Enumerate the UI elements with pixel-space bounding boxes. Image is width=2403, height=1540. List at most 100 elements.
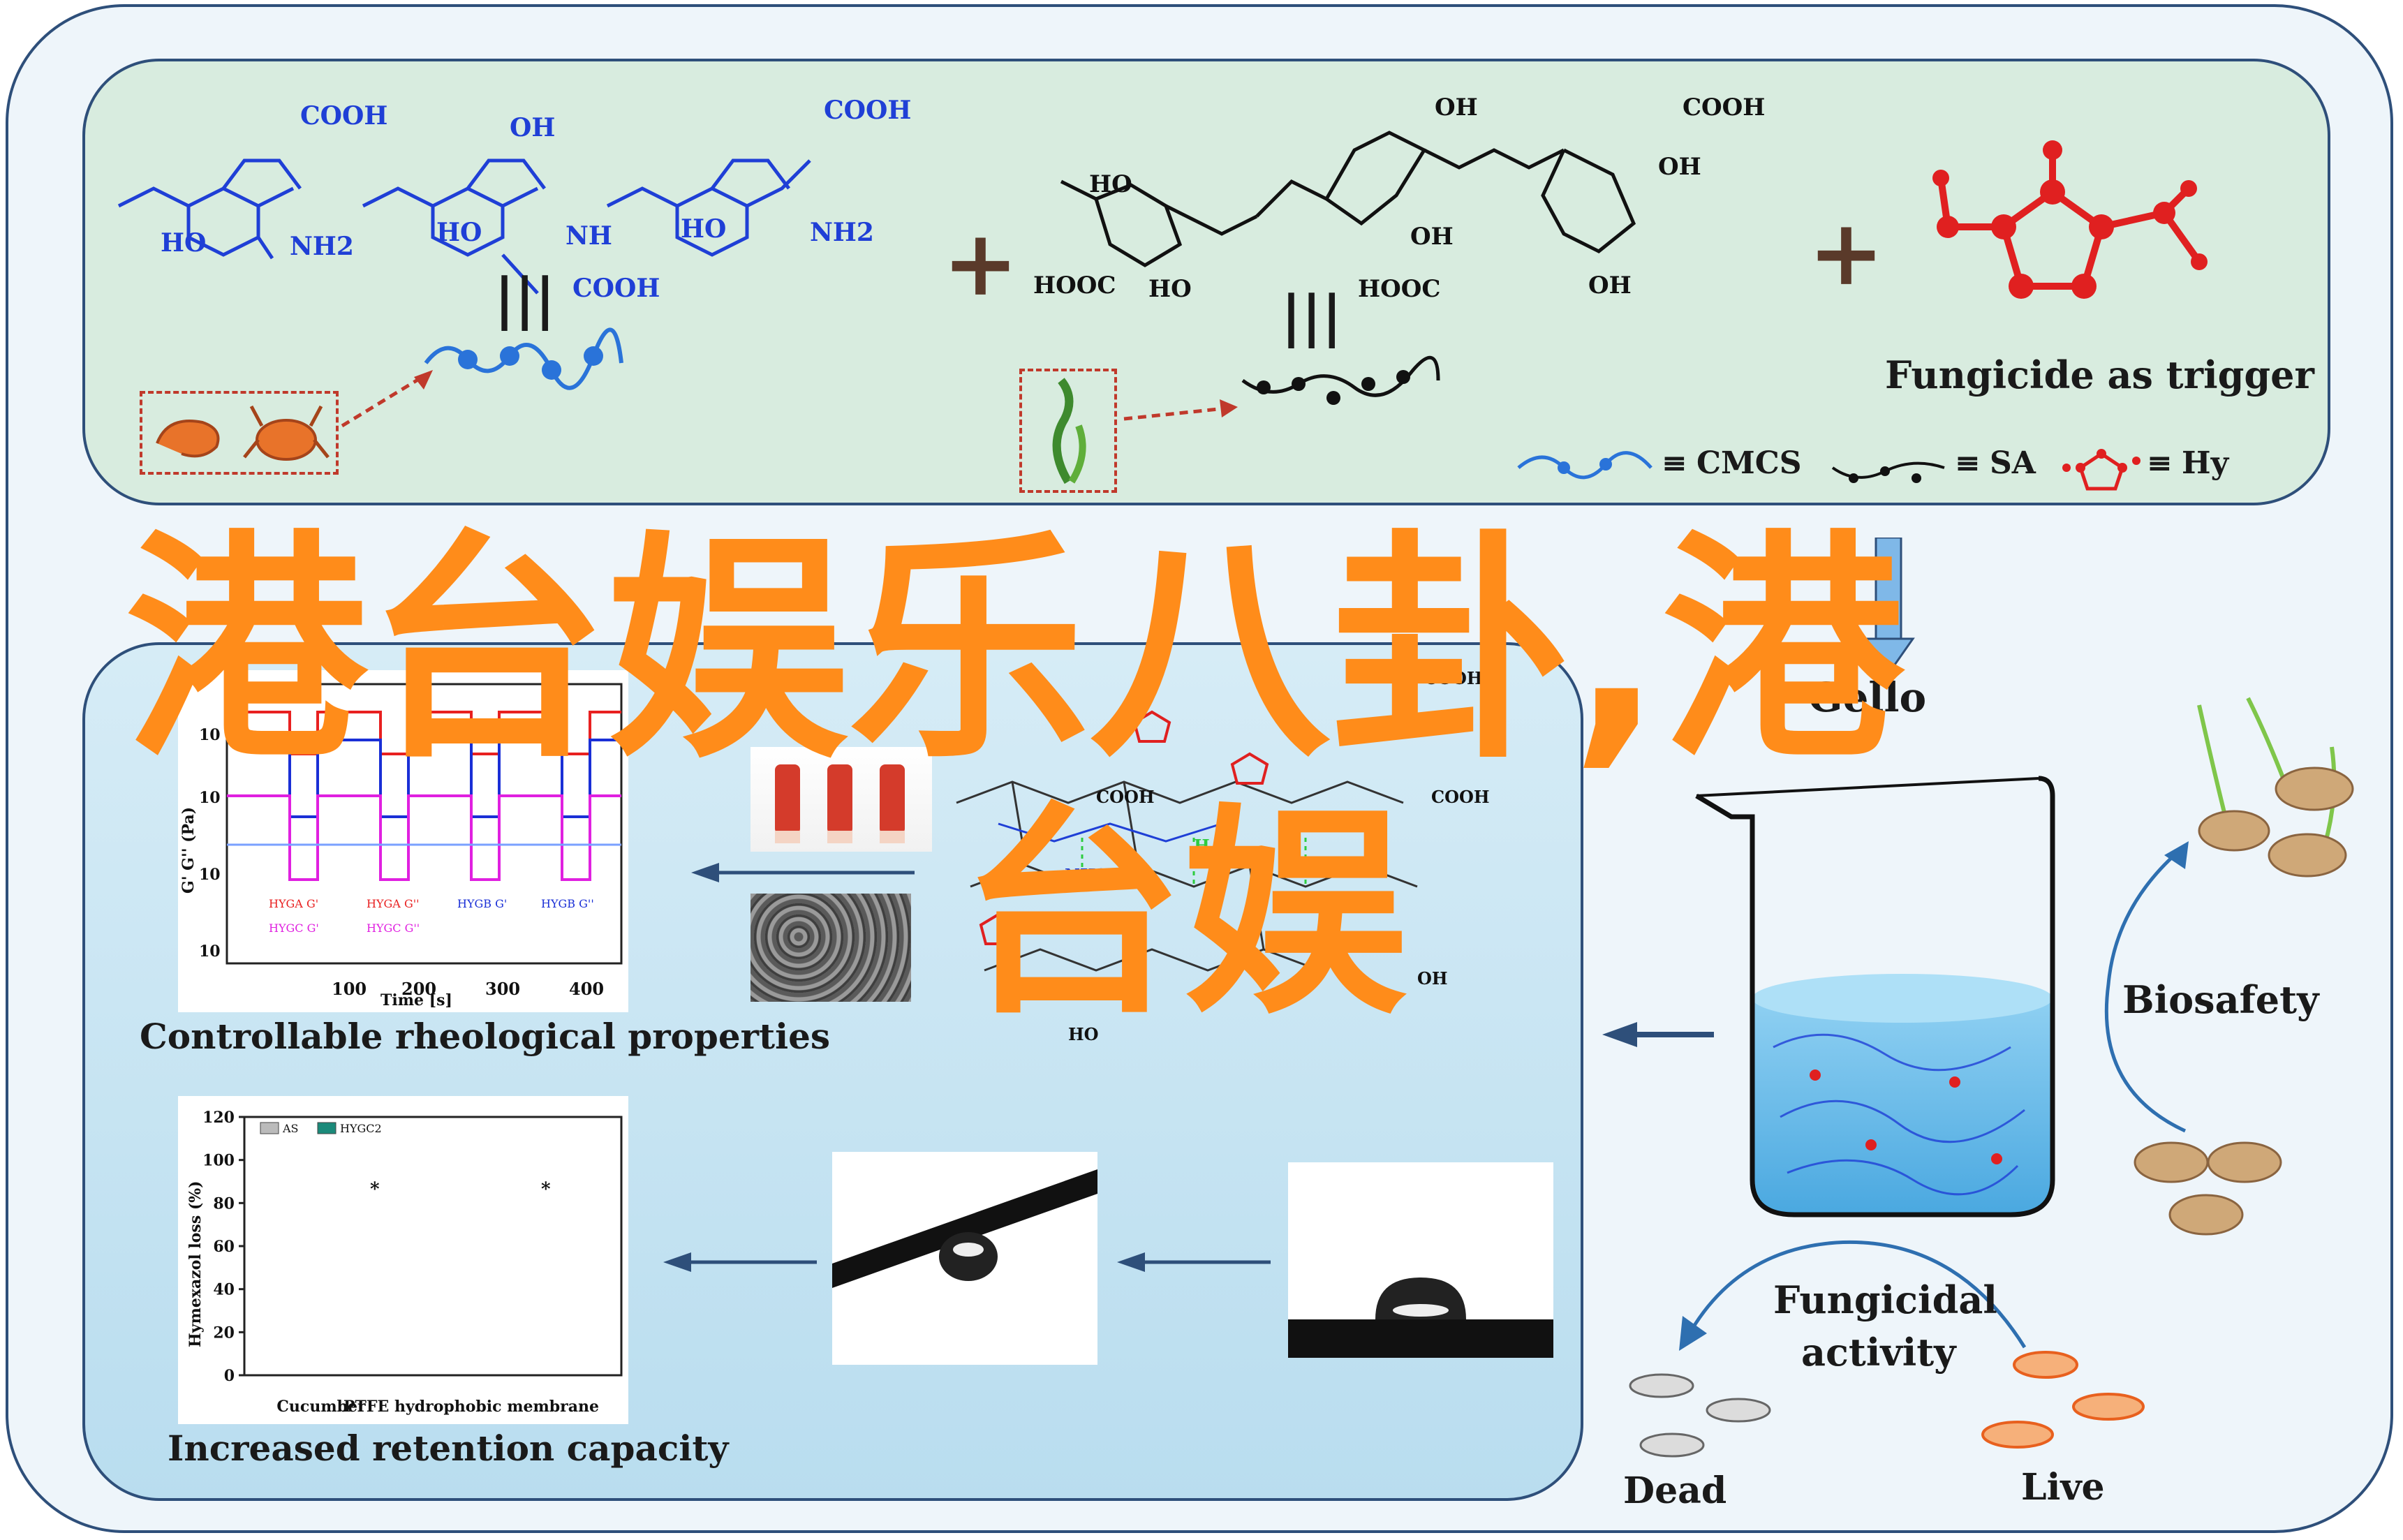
retention-y-tick-label: 60: [213, 1238, 235, 1256]
biosafety-cycle-arrows: [2104, 841, 2189, 1133]
rheology-y-label: G' G'' (Pa): [179, 807, 198, 894]
retention-y-tick-label: 100: [202, 1152, 235, 1170]
fungicidal-label-1: Fungicidal: [1773, 1278, 1997, 1322]
rheology-x-tick-1: 100: [332, 979, 367, 999]
chem-nh2-2: NH2: [810, 218, 874, 247]
retention-plot-frame: [243, 1116, 623, 1377]
gel-label-tail: lo: [1884, 674, 1927, 721]
banner-line-2: 台娱: [960, 785, 1407, 1044]
legend-sa-icon: [1831, 461, 1945, 483]
chem-oh: OH: [510, 113, 555, 142]
down-arrow-into-beaker: [1862, 538, 1915, 676]
seaweed-source-box: [1019, 369, 1117, 493]
rheology-caption: Controllable rheological properties: [140, 1016, 831, 1057]
rheology-legend-6: HYGC G'': [367, 921, 420, 935]
arrow-tilted-to-chart: [663, 1252, 817, 1272]
fungicide-trigger-label: Fungicide as trigger: [1885, 353, 2314, 397]
dry-seeds-icon: [2134, 1141, 2282, 1236]
gel-label: Gello: [1808, 674, 1926, 721]
chem-cooh-2: COOH: [824, 96, 911, 125]
sa-oh-top: OH: [1435, 94, 1478, 121]
retention-y-tick-label: 80: [213, 1194, 235, 1213]
dead-label: Dead: [1623, 1469, 1727, 1512]
legend-name-sa: SA: [1990, 445, 2036, 481]
arrow-network-to-rheology: [691, 863, 915, 882]
chem-cooh-3: COOH: [572, 274, 660, 303]
sa-oh-right: OH: [1658, 153, 1701, 181]
retention-legend-swatch-as: [260, 1122, 279, 1134]
equiv-mark-2: |||: [1281, 283, 1343, 348]
rheology-x-label: Time [s]: [380, 991, 452, 1009]
sa-hooc-1: HOOC: [1033, 272, 1116, 299]
rheology-y-tick-4: 10: [199, 942, 221, 961]
retention-caption: Increased retention capacity: [168, 1428, 729, 1469]
live-fungi-icon: [1981, 1351, 2145, 1449]
live-label: Live: [2021, 1466, 2105, 1509]
retention-chart-card: [178, 1096, 628, 1424]
sa-oh-mid: OH: [1410, 223, 1454, 251]
dead-fungi-icon: [1629, 1373, 1771, 1458]
retention-legend-as: AS: [282, 1122, 299, 1135]
legend-name-hy: Hy: [2182, 445, 2229, 481]
gel-label-head: Gel: [1808, 674, 1884, 721]
banner-line-1: 港台娱乐八卦,港: [126, 511, 1904, 791]
sa-cooh-top: COOH: [1683, 94, 1765, 121]
cmcs-chain-icon: [424, 327, 623, 390]
sa-ho-top: HO: [1089, 170, 1132, 198]
plus-sign-2: +: [1808, 199, 1884, 306]
net-ho-a: HO: [1068, 1024, 1099, 1044]
legend-symbol-hy: ≡: [2147, 445, 2173, 481]
rheology-x-tick-4: 400: [569, 979, 604, 999]
rheology-legend-2: HYGA G'': [367, 897, 420, 910]
rheology-legend-1: HYGA G': [269, 897, 318, 910]
rheology-x-tick-2: 200: [401, 979, 436, 999]
rheology-y-tick-1: 10: [199, 726, 221, 744]
sa-ho-low: HO: [1148, 275, 1192, 303]
top-panel: [82, 59, 2330, 505]
retention-y-tick-label: 40: [213, 1281, 235, 1299]
biosafety-label: Biosafety: [2122, 977, 2319, 1022]
rheology-legend-3: HYGB G': [457, 897, 507, 910]
plus-sign-1: +: [942, 209, 1019, 316]
fungicidal-label-2: activity: [1801, 1330, 1956, 1375]
fungicidal-arc-arrow: [1679, 1240, 2027, 1351]
crab-icon: [243, 405, 330, 461]
legend-symbol-sa: ≡: [1955, 445, 1981, 481]
sa-oh-low: OH: [1588, 272, 1632, 299]
arrow-shrimp-to-cmcs: [341, 370, 433, 428]
rheology-chart: 100 200 300 400 10 10 10 10 Time [s] G' …: [179, 683, 623, 1009]
chem-ho-2: HO: [436, 218, 482, 247]
legend-cmcs-icon: [1517, 451, 1652, 480]
chem-ho-1: HO: [161, 228, 206, 258]
retention-significance-2: *: [541, 1179, 551, 1200]
droplet-tilted-icon: [832, 1169, 1097, 1288]
retention-y-label: Hymexazol loss (%): [186, 1180, 205, 1347]
retention-significance-1: *: [370, 1179, 380, 1200]
retention-y-tick-label: 20: [213, 1324, 235, 1342]
rheology-x-tick-3: 300: [485, 979, 520, 999]
net-cooh-b: COOH: [1096, 787, 1155, 807]
chem-nh2-1: NH2: [290, 232, 354, 261]
legend-symbol-cmcs: ≡: [1662, 445, 1687, 481]
rheology-legend-5: HYGC G': [269, 921, 319, 935]
crustacean-source-box: [140, 391, 339, 475]
hy-molecule: [1932, 140, 2208, 299]
hydrogel-network: COOH COOH COOH NH2 H H HO OH: [956, 668, 1490, 1044]
rheology-chart-card: [178, 670, 628, 1012]
net-cooh-c: COOH: [1431, 787, 1490, 807]
retention-y-tick-label: 0: [224, 1367, 235, 1385]
sa-hooc-2: HOOC: [1358, 275, 1440, 303]
sem-micrograph: [751, 894, 911, 1002]
cmcs-structure: COOH OH COOH HO NH2 HO NH COOH HO NH2: [117, 96, 911, 303]
beaker: [1695, 776, 2055, 1217]
seaweed-icon: [1052, 378, 1086, 484]
retention-y-tick-label: 120: [202, 1109, 235, 1127]
equiv-mark-1: |||: [494, 265, 556, 331]
sa-structure: HO OH COOH HOOC HO OH HOOC OH OH: [1033, 94, 1765, 303]
retention-category-label: Cucumber: [276, 1398, 366, 1416]
arrow-beaker-to-panel: [1602, 1022, 1714, 1047]
net-h-b: H: [1194, 836, 1210, 856]
retention-category-label: PTFE hydrophobic membrane: [343, 1398, 599, 1416]
net-h-a: H: [1340, 724, 1356, 744]
